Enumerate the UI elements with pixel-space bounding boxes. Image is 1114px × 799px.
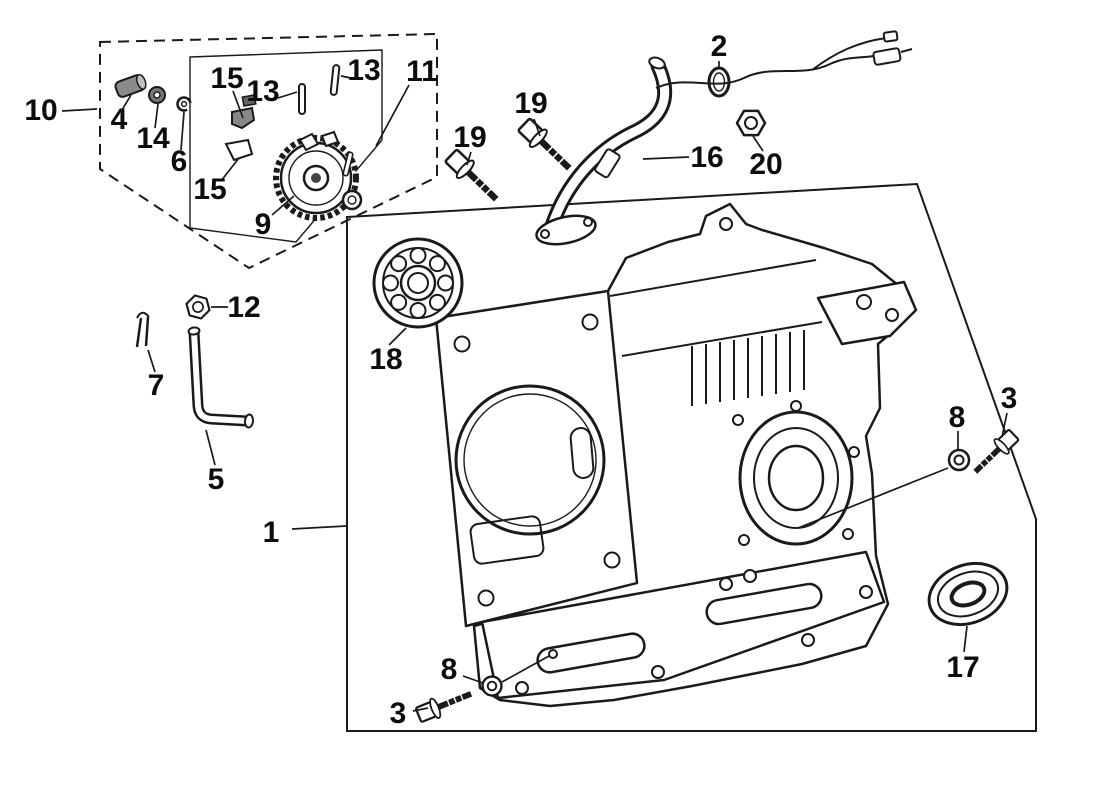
- main-boundary-box: [346, 182, 1037, 732]
- part-clip-6: [176, 96, 192, 112]
- callout-9: 9: [254, 208, 272, 241]
- callout-11: 11: [406, 55, 438, 88]
- part-governor-gear-9: [273, 130, 363, 221]
- bolt-19-b: [443, 147, 504, 207]
- washer-8-right: [947, 448, 971, 472]
- o-ring-2: [707, 66, 731, 98]
- callout-17: 17: [946, 651, 980, 684]
- callout-20: 20: [749, 148, 783, 181]
- callout-13-a: 13: [246, 75, 280, 108]
- callout-14: 14: [136, 122, 170, 155]
- callout-1: 1: [262, 516, 280, 549]
- washer-8-bottom: [481, 675, 503, 697]
- wire-harness: [655, 30, 913, 89]
- callout-16: 16: [690, 141, 724, 174]
- bottom-flange: [480, 550, 886, 700]
- callout-8-bottom: 8: [440, 653, 458, 686]
- crankshaft-boss: [732, 400, 860, 546]
- callout-15-b: 15: [193, 173, 227, 206]
- part-cotter-pin-7: [135, 311, 150, 348]
- callout-8-right: 8: [948, 401, 966, 434]
- callout-3-bottom: 3: [389, 697, 407, 730]
- callout-13-b: 13: [347, 54, 381, 87]
- part-bushing-4: [114, 73, 147, 98]
- part-pin-13-b: [329, 63, 341, 97]
- part-nut-12: [182, 292, 214, 322]
- callout-10: 10: [24, 94, 58, 127]
- part-governor-weight-15-b: [224, 138, 254, 162]
- callout-19-a: 19: [514, 87, 548, 120]
- cylinder-flange-plate: [434, 289, 639, 628]
- callout-15-a: 15: [210, 62, 244, 95]
- callout-3-right: 3: [1000, 382, 1018, 415]
- bolt-19-a: [516, 116, 577, 176]
- part-pin-13-a: [298, 83, 306, 115]
- part-rod-5: [187, 326, 255, 429]
- breather-tube-16: [535, 56, 673, 246]
- callout-12: 12: [227, 291, 261, 324]
- part-washer-14: [148, 86, 166, 104]
- leader-lines: [61, 61, 1008, 712]
- callout-2: 2: [710, 30, 728, 63]
- crankcase-body: [434, 202, 918, 708]
- callout-4: 4: [110, 103, 128, 136]
- callout-6: 6: [170, 145, 188, 178]
- ball-bearing-18: [372, 237, 464, 329]
- bolt-3-bottom: [415, 684, 475, 724]
- callout-19-b: 19: [453, 121, 487, 154]
- mount-bracket: [719, 217, 918, 346]
- callout-18: 18: [369, 343, 403, 376]
- callout-7: 7: [147, 369, 165, 402]
- nut-20: [735, 109, 767, 137]
- cooling-fins: [691, 330, 805, 406]
- callout-5: 5: [207, 463, 225, 496]
- oil-seal-17: [927, 562, 1009, 626]
